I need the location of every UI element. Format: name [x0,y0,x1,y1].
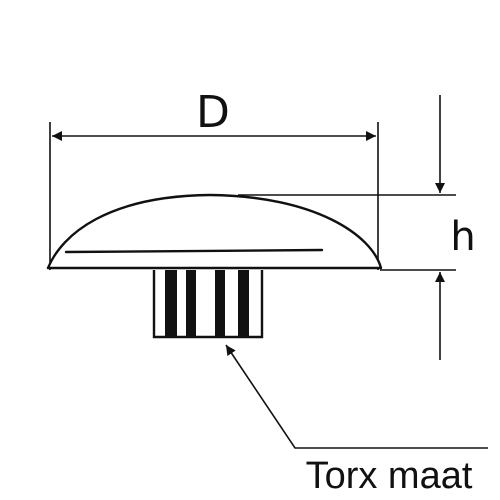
diameter-label: D [196,87,230,138]
torx-rib [215,270,225,337]
diameter-dimension: D [49,87,379,270]
height-label: h [450,214,475,260]
torx-rib [238,270,249,337]
cap-body [46,193,383,270]
height-dimension: h [238,95,476,360]
torx-callout: Torx maat [225,344,488,497]
torx-stem [152,270,264,339]
torx-stem-outline [152,270,264,339]
torx-rib [165,270,177,337]
torx-rib [186,270,196,337]
cap-dome-outline [46,193,383,270]
cap-highlight-line [64,248,324,254]
callout-leader-line [225,344,488,449]
torx-size-label: Torx maat [306,455,473,497]
